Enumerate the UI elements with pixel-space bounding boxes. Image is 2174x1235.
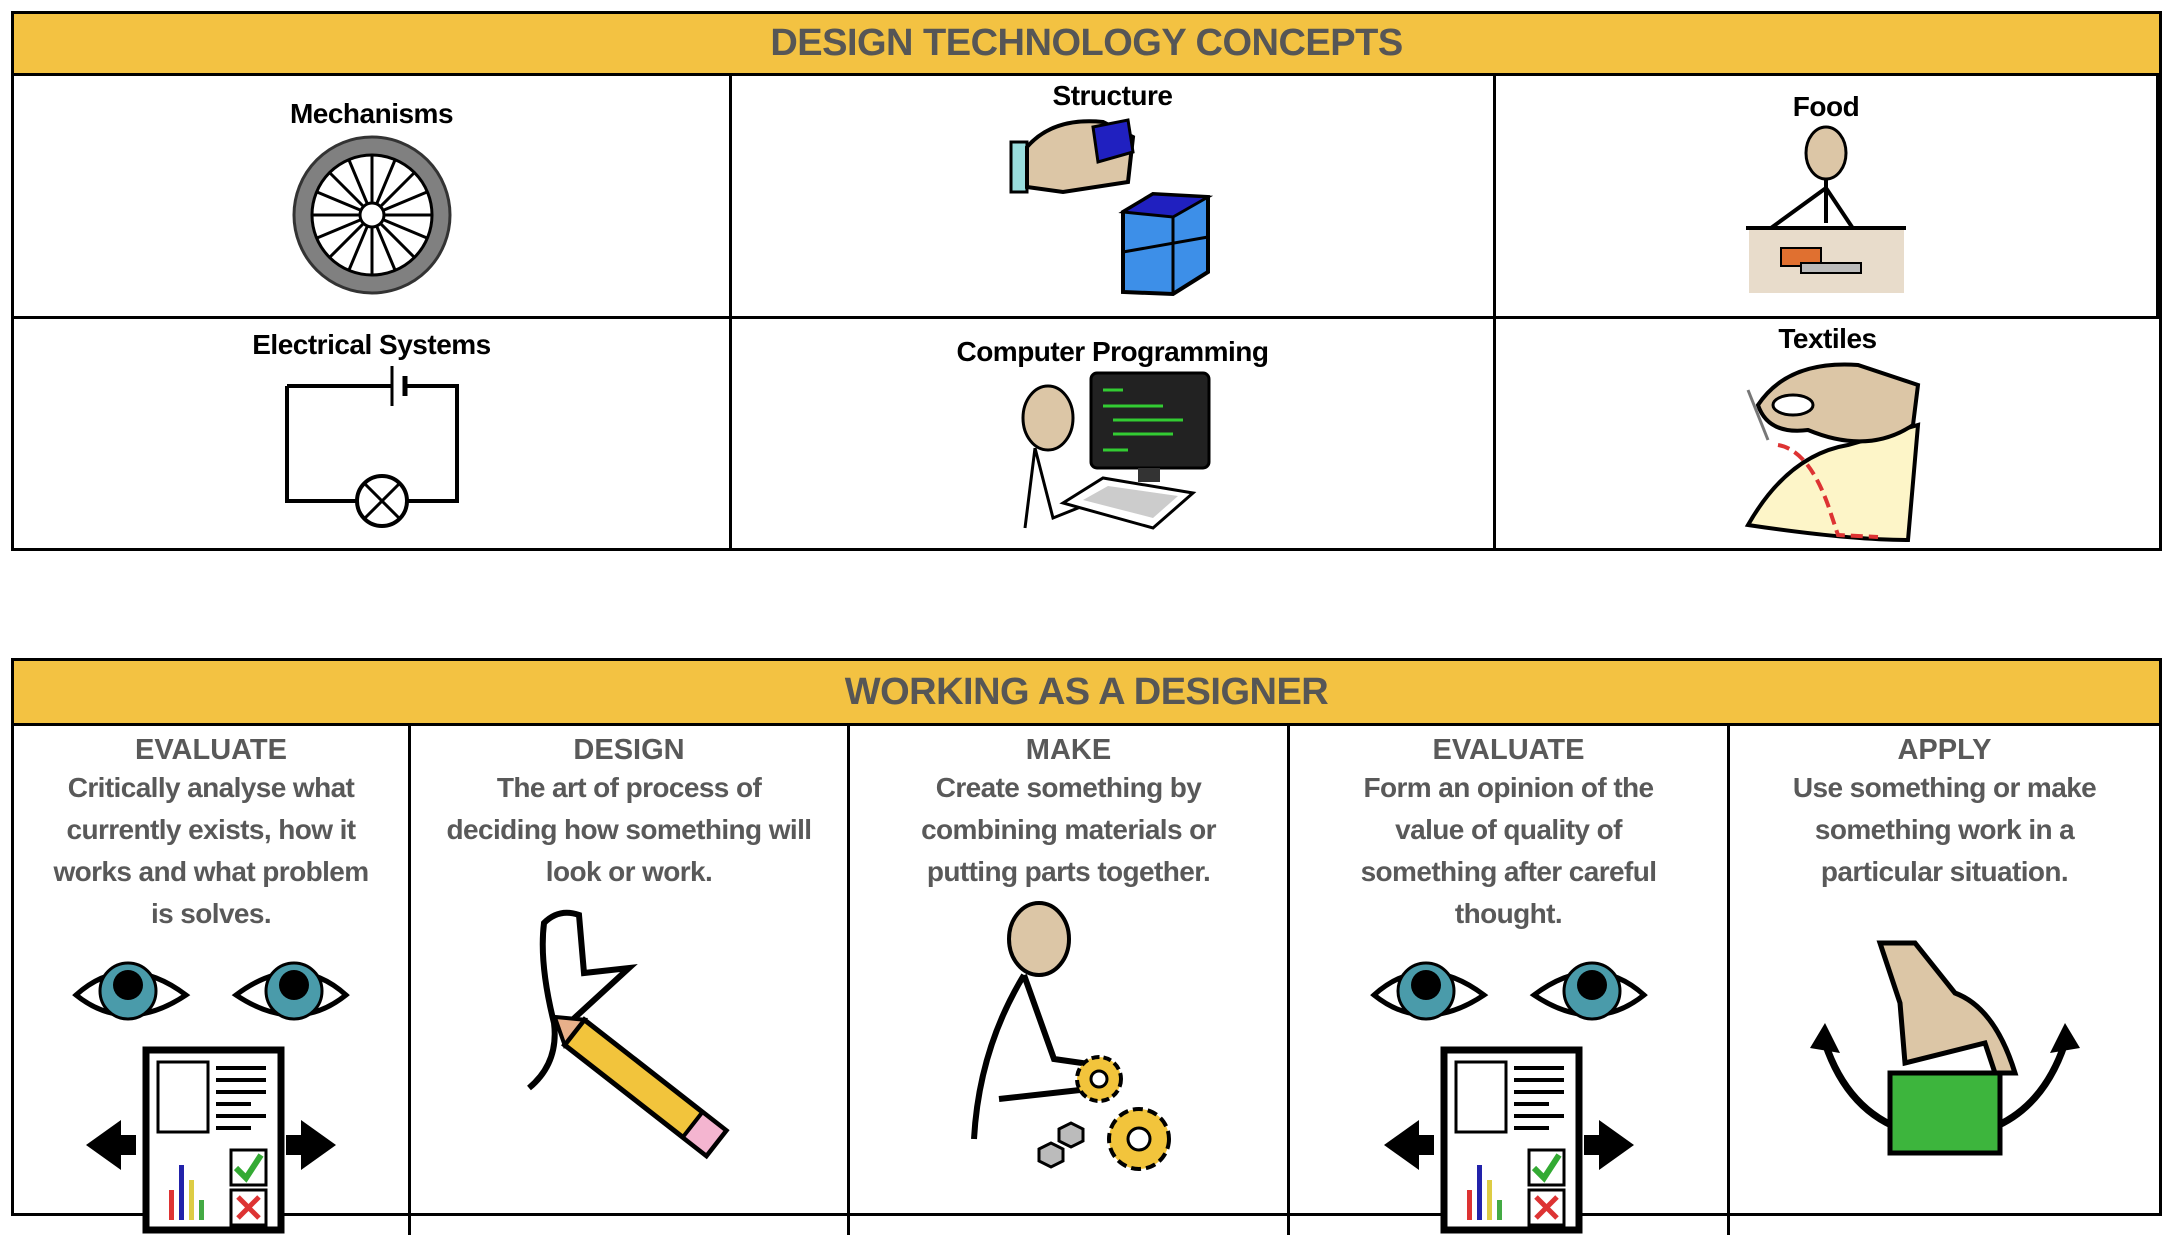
stage-title: DESIGN: [573, 734, 685, 766]
description-line: particular situation.: [1820, 856, 2069, 887]
stage-title: EVALUATE: [135, 734, 287, 766]
description-line: works and what problem: [53, 856, 369, 887]
description-line: currently exists, how it: [66, 814, 356, 845]
stage-make: MAKE Create something by combining mater…: [850, 726, 1290, 1235]
concept-label: Computer Programming: [956, 336, 1269, 367]
description-line: Use something or make: [1792, 772, 2097, 803]
description-line: is solves.: [150, 898, 272, 929]
concept-label: Mechanisms: [289, 98, 454, 129]
concept-textiles: Textiles: [1496, 319, 2159, 548]
concepts-title: DESIGN TECHNOLOGY CONCEPTS: [14, 14, 2159, 76]
concept-electrical-systems: Electrical Systems: [14, 319, 732, 548]
description-line: The art of process of: [496, 772, 762, 803]
stage-title: APPLY: [1897, 734, 1992, 766]
stage-description: Create something by combining materials …: [850, 767, 1287, 893]
concept-label: Structure: [1052, 80, 1173, 111]
stage-description: Use something or make something work in …: [1730, 767, 2159, 893]
concept-food: Food: [1496, 76, 2159, 319]
stage-title: EVALUATE: [1432, 734, 1585, 766]
hand-apply-icon: [1809, 940, 2080, 1156]
sewing-icon: [1744, 362, 1920, 543]
description-line: value of quality of: [1395, 814, 1622, 845]
person-gears-icon: [970, 901, 1171, 1171]
concept-structure: Structure: [732, 76, 1496, 319]
computer-programming-icon: [1021, 371, 1210, 530]
description-line: putting parts together.: [926, 856, 1211, 887]
evaluate-eyes-report-icon: [1364, 945, 1654, 1235]
description-line: something after careful: [1360, 856, 1657, 887]
food-preparation-icon: [1746, 125, 1906, 293]
concept-label: Food: [1792, 91, 1860, 122]
description-line: deciding how something will: [446, 814, 813, 845]
stage-apply: APPLY Use something or make something wo…: [1730, 726, 2159, 1235]
stage-description: Critically analyse what currently exists…: [14, 767, 408, 935]
evaluate-eyes-report-icon: [66, 945, 356, 1235]
concept-mechanisms: Mechanisms: [14, 76, 732, 319]
circuit-icon: [284, 366, 459, 528]
description-line: Critically analyse what: [67, 772, 355, 803]
designer-table: WORKING AS A DESIGNER EVALUATE Criticall…: [11, 658, 2162, 1235]
stage-description: Form an opinion of the value of quality …: [1290, 767, 1727, 935]
description-line: thought.: [1454, 898, 1563, 929]
description-line: Form an opinion of the: [1363, 772, 1654, 803]
concept-computer-programming: Computer Programming: [732, 319, 1496, 548]
description-line: combining materials or: [921, 814, 1216, 845]
stage-evaluate: EVALUATE Critically analyse what current…: [14, 726, 411, 1235]
stage-description: The art of process of deciding how somet…: [411, 767, 847, 893]
description-line: Create something by: [935, 772, 1202, 803]
pencil-drawing-icon: [527, 909, 730, 1160]
concepts-table: DESIGN TECHNOLOGY CONCEPTS Mechanisms St…: [11, 11, 2162, 551]
structure-blocks-icon: [1009, 118, 1213, 297]
stage-title: MAKE: [1025, 734, 1112, 766]
designer-title: WORKING AS A DESIGNER: [14, 661, 2159, 726]
description-line: something work in a: [1814, 814, 2075, 845]
wheel-icon: [292, 135, 451, 295]
stage-evaluate-2: EVALUATE Form an opinion of the value of…: [1290, 726, 1730, 1235]
concept-label: Textiles: [1778, 323, 1877, 354]
stage-design: DESIGN The art of process of deciding ho…: [411, 726, 850, 1235]
description-line: look or work.: [545, 856, 713, 887]
concept-label: Electrical Systems: [252, 329, 491, 360]
